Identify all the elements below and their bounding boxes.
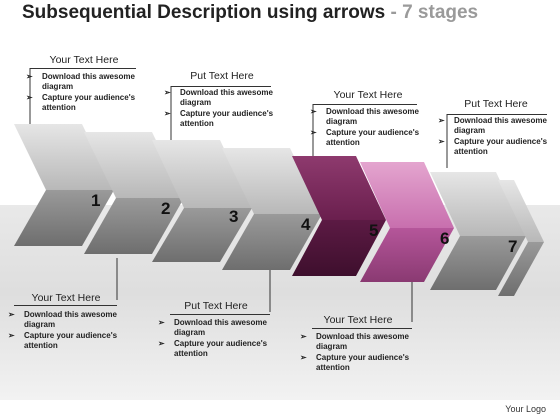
bullet-item: ➢Capture your audience's attention bbox=[8, 331, 118, 350]
callout-bullets: ➢Download this awesome diagram ➢Capture … bbox=[436, 116, 556, 157]
callout-rule bbox=[447, 114, 547, 115]
callout-heading: Put Text Here bbox=[464, 98, 528, 110]
title-separator: - bbox=[385, 2, 403, 23]
bullet-item: ➢Download this awesome diagram bbox=[164, 88, 273, 107]
callout-bullets: ➢Download this awesome diagram ➢Capture … bbox=[156, 318, 276, 359]
stage-number-2: 2 bbox=[161, 199, 170, 218]
callout-heading: Put Text Here bbox=[184, 300, 248, 312]
callout-rule bbox=[312, 328, 412, 329]
callout-bullets: ➢Download this awesome diagram ➢Capture … bbox=[24, 72, 144, 113]
callout-heading: Your Text Here bbox=[49, 54, 119, 66]
callout-6: Put Text Here ➢Download this awesome dia… bbox=[156, 300, 276, 360]
arrow-bullet-icon: ➢ bbox=[158, 339, 165, 348]
callout-heading: Your Text Here bbox=[333, 89, 403, 101]
callout-heading: Your Text Here bbox=[323, 314, 393, 326]
arrow-bullet-icon: ➢ bbox=[164, 88, 171, 97]
arrow-bullet-icon: ➢ bbox=[26, 72, 33, 81]
logo-placeholder: Your Logo bbox=[505, 404, 546, 414]
arrow-bullet-icon: ➢ bbox=[164, 109, 171, 118]
title-main: Subsequential Description using arrows bbox=[22, 2, 386, 23]
callout-rule bbox=[14, 305, 117, 306]
arrow-bullet-icon: ➢ bbox=[300, 332, 307, 341]
callout-bullets: ➢Download this awesome diagram ➢Capture … bbox=[162, 88, 282, 129]
callout-rule bbox=[313, 104, 417, 105]
callout-rule bbox=[170, 314, 270, 315]
bullet-item: ➢Download this awesome diagram bbox=[26, 72, 135, 91]
stage-arrow-4: 4 bbox=[222, 148, 386, 276]
bullet-item: ➢Download this awesome diagram bbox=[8, 310, 117, 329]
bullet-item: ➢Capture your audience's attention bbox=[310, 128, 420, 147]
arrow-bullet-icon: ➢ bbox=[26, 93, 33, 102]
callout-1: Your Text Here ➢Download this awesome di… bbox=[24, 54, 144, 114]
callout-heading: Put Text Here bbox=[190, 70, 254, 82]
stage-arrow-7: 7 bbox=[498, 180, 544, 296]
arrow-bullet-icon: ➢ bbox=[310, 128, 317, 137]
stage-number-5: 5 bbox=[369, 221, 378, 240]
bullet-item: ➢Capture your audience's attention bbox=[300, 353, 410, 372]
page-title: Subsequential Description using arrows -… bbox=[22, 2, 478, 24]
stage-number-1: 1 bbox=[91, 191, 100, 210]
arrow-bullet-icon: ➢ bbox=[438, 137, 445, 146]
callout-5: Your Text Here ➢Download this awesome di… bbox=[6, 292, 126, 352]
arrow-bullet-icon: ➢ bbox=[300, 353, 307, 362]
title-sub: 7 stages bbox=[402, 2, 479, 23]
callout-bullets: ➢Download this awesome diagram ➢Capture … bbox=[308, 107, 428, 148]
callout-3: Your Text Here ➢Download this awesome di… bbox=[308, 89, 428, 149]
callout-7: Your Text Here ➢Download this awesome di… bbox=[298, 314, 418, 374]
arrow-bullet-icon: ➢ bbox=[438, 116, 445, 125]
bullet-item: ➢Capture your audience's attention bbox=[158, 339, 268, 358]
callout-bullets: ➢Download this awesome diagram ➢Capture … bbox=[6, 310, 126, 351]
arrow-bullet-icon: ➢ bbox=[158, 318, 165, 327]
callout-4: Put Text Here ➢Download this awesome dia… bbox=[436, 98, 556, 158]
callout-bullets: ➢Download this awesome diagram ➢Capture … bbox=[298, 332, 418, 373]
callout-2: Put Text Here ➢Download this awesome dia… bbox=[162, 70, 282, 130]
stage-number-6: 6 bbox=[440, 229, 449, 248]
bullet-item: ➢Download this awesome diagram bbox=[310, 107, 419, 126]
arrow-bullet-icon: ➢ bbox=[310, 107, 317, 116]
callout-rule bbox=[171, 86, 271, 87]
arrow-bullet-icon: ➢ bbox=[8, 310, 15, 319]
bullet-item: ➢Download this awesome diagram bbox=[158, 318, 267, 337]
bullet-item: ➢Capture your audience's attention bbox=[164, 109, 274, 128]
callout-heading: Your Text Here bbox=[31, 292, 101, 304]
stage-arrow-5: 5 bbox=[360, 162, 454, 282]
stage-number-7: 7 bbox=[508, 237, 517, 256]
bullet-item: ➢Download this awesome diagram bbox=[300, 332, 409, 351]
stage-number-3: 3 bbox=[229, 207, 238, 226]
bullet-item: ➢Capture your audience's attention bbox=[438, 137, 548, 156]
arrow-bullet-icon: ➢ bbox=[8, 331, 15, 340]
bullet-item: ➢Download this awesome diagram bbox=[438, 116, 547, 135]
callout-rule bbox=[30, 68, 136, 69]
bullet-item: ➢Capture your audience's attention bbox=[26, 93, 136, 112]
stage-number-4: 4 bbox=[301, 215, 311, 234]
